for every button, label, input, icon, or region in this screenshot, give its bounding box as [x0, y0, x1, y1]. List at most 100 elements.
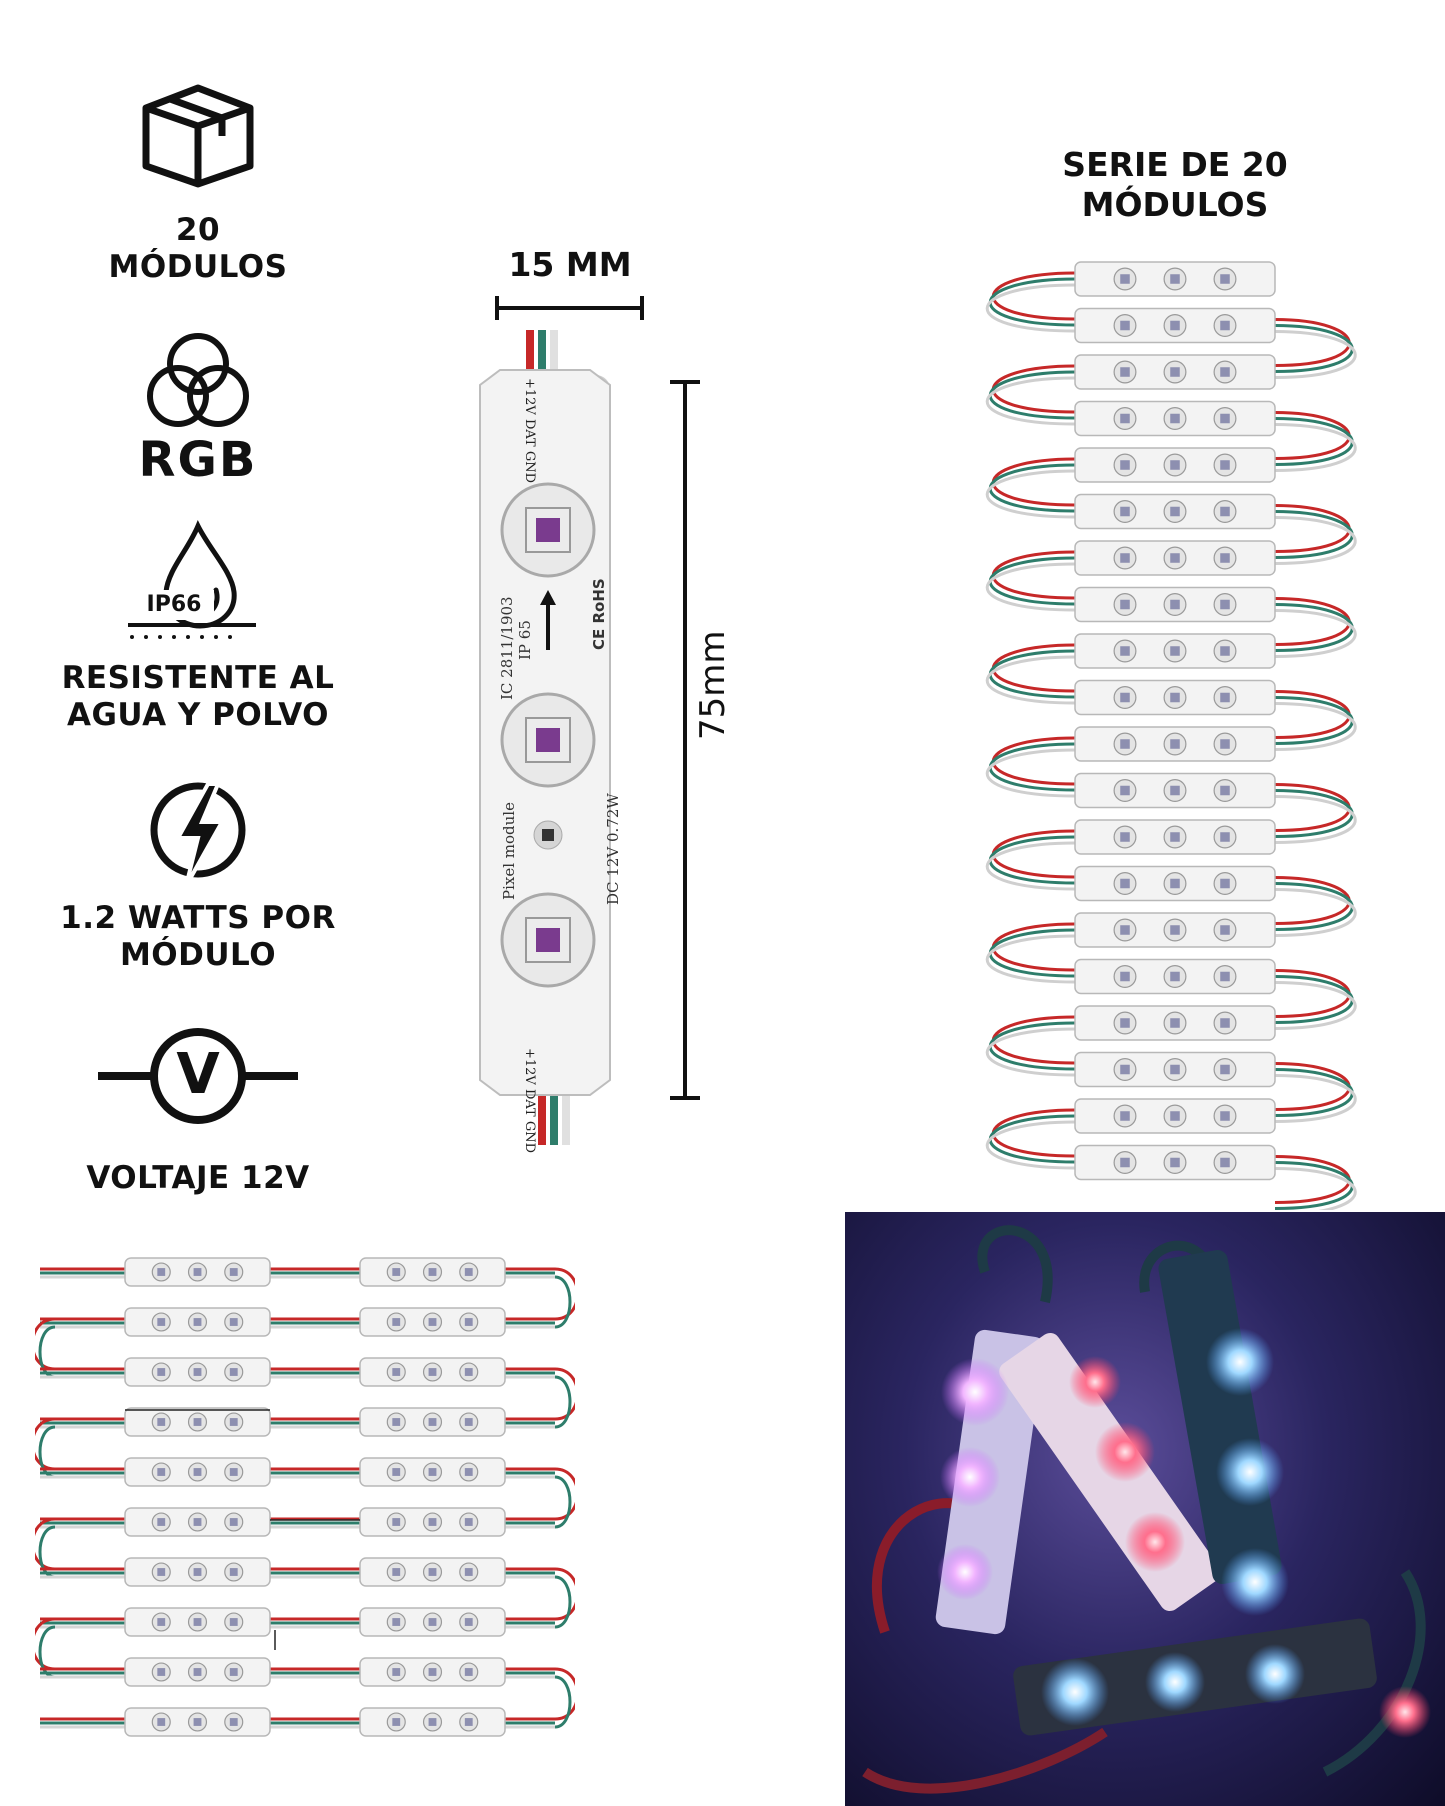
- series-chain-image: [985, 261, 1357, 1210]
- lit-modules-photo: [845, 1212, 1445, 1806]
- grid-loop-red-0: [554, 1267, 575, 1321]
- grid-module-left-8: [124, 1607, 271, 1637]
- grid-module-left-5: [124, 1457, 271, 1487]
- lightning-icon: [150, 782, 246, 887]
- grid-loop-green-8: [554, 1675, 572, 1729]
- grid-module-left-7: [124, 1557, 271, 1587]
- series-module-18: [1074, 1051, 1276, 1088]
- series-wire-white-16: [985, 1027, 1076, 1077]
- grid-module-right-2: [359, 1307, 506, 1337]
- grid-module-right-3: [359, 1357, 506, 1387]
- feature-watts-line2: MÓDULO: [119, 937, 277, 973]
- grid-loop-red-6: [554, 1567, 575, 1621]
- series-wire-white-18: [985, 1120, 1076, 1170]
- series-title-line1: SERIE DE 20: [1062, 145, 1288, 184]
- series-wire-white-5: [1274, 516, 1357, 565]
- lit-modules-illustration: [862, 1225, 1431, 1794]
- grid-module-left-3: [124, 1357, 271, 1387]
- grid-loop-red-7: [35, 1617, 56, 1671]
- feature-voltage: VOLTAJE 12V: [38, 1160, 358, 1197]
- grid-module-right-5: [359, 1457, 506, 1487]
- series-module-12: [1074, 772, 1276, 809]
- series-title: SERIE DE 20 MÓDULOS: [1005, 145, 1345, 225]
- grid-module-left-9: [124, 1657, 271, 1687]
- series-wire-white-14: [985, 934, 1076, 984]
- grid-loop-green-2: [554, 1375, 572, 1429]
- series-title-line2: MÓDULOS: [1081, 185, 1269, 224]
- grid-module-left-1: [124, 1257, 271, 1287]
- module-bottom-pins: +12V DAT GND: [522, 1048, 537, 1154]
- grid-module-right-6: [359, 1507, 506, 1537]
- module-power-text: DC 12V 0.72W: [604, 793, 622, 905]
- series-wire-white-15: [1274, 981, 1357, 1030]
- grid-loop-green-4: [554, 1475, 572, 1529]
- rgb-label: RGB: [138, 432, 258, 488]
- series-wire-white-11: [1274, 795, 1357, 844]
- feature-modules-number: 20: [175, 212, 221, 248]
- feature-water-line2: AGUA Y POLVO: [66, 697, 330, 733]
- feature-modules-count: 20 MÓDULOS: [38, 212, 358, 286]
- series-wire-white-2: [985, 376, 1076, 426]
- series-module-2: [1074, 307, 1276, 344]
- voltmeter-icon: [98, 1028, 298, 1124]
- series-module-16: [1074, 958, 1276, 995]
- series-wire-white-19: [1274, 1167, 1357, 1210]
- led-top: [500, 482, 596, 578]
- water-drop-icon: [128, 520, 256, 639]
- series-wire-white-6: [985, 562, 1076, 612]
- series-wire-white-10: [985, 748, 1076, 798]
- grid-module-right-4: [359, 1407, 506, 1437]
- series-module-4: [1074, 400, 1276, 437]
- grid-module-right-10: [359, 1707, 506, 1737]
- led-bottom: [500, 892, 596, 988]
- series-module-20: [1074, 1144, 1276, 1181]
- grid-loop-green-6: [554, 1575, 572, 1629]
- grid-module-right-1: [359, 1257, 506, 1287]
- series-module-3: [1074, 354, 1276, 390]
- series-wire-white-4: [985, 469, 1076, 519]
- series-module-1: [1074, 261, 1276, 297]
- grid-module-right-9: [359, 1657, 506, 1687]
- led-middle: [500, 692, 596, 788]
- module-chain-grid-image: [35, 1257, 575, 1737]
- series-wire-white-13: [1274, 888, 1357, 937]
- grid-loop-red-5: [35, 1517, 56, 1571]
- module-ic-text: IC 2811/1903: [498, 596, 516, 700]
- series-module-11: [1074, 726, 1276, 762]
- width-dimension-label: 15 MM: [508, 245, 632, 284]
- rgb-circles-icon: [147, 333, 249, 427]
- series-wire-white-0: [985, 283, 1076, 333]
- grid-module-left-4: [124, 1407, 271, 1437]
- series-module-15: [1074, 912, 1276, 948]
- series-module-13: [1074, 819, 1276, 855]
- grid-module-right-7: [359, 1557, 506, 1587]
- series-wire-white-3: [1274, 423, 1357, 472]
- grid-loop-green-0: [554, 1275, 572, 1329]
- grid-loop-red-1: [35, 1317, 56, 1371]
- feature-water-line1: RESISTENTE AL: [61, 660, 335, 696]
- length-dimension-label: 75mm: [693, 630, 733, 740]
- series-module-7: [1074, 540, 1276, 576]
- grid-loop-red-8: [554, 1667, 575, 1721]
- feature-water-resistance: RESISTENTE AL AGUA Y POLVO: [38, 660, 358, 734]
- voltmeter-letter: V: [176, 1042, 220, 1107]
- grid-module-right-8: [359, 1607, 506, 1637]
- series-wire-white-7: [1274, 609, 1357, 658]
- series-module-8: [1074, 586, 1276, 623]
- feature-voltage-label: VOLTAJE 12V: [86, 1160, 310, 1196]
- series-module-19: [1074, 1098, 1276, 1134]
- module-top-pins: +12V DAT GND: [522, 378, 537, 484]
- feature-watts: 1.2 WATTS POR MÓDULO: [38, 900, 358, 974]
- module-drawing: [479, 296, 700, 1145]
- grid-loop-red-4: [554, 1467, 575, 1521]
- series-wire-white-1: [1274, 330, 1357, 379]
- series-wire-white-9: [1274, 702, 1357, 751]
- box-icon: [142, 84, 254, 188]
- grid-module-left-10: [124, 1707, 271, 1737]
- series-module-10: [1074, 679, 1276, 716]
- series-module-14: [1074, 865, 1276, 902]
- series-wire-white-17: [1274, 1074, 1357, 1123]
- feature-modules-label: MÓDULOS: [108, 249, 288, 285]
- series-wire-white-8: [985, 655, 1076, 705]
- feature-watts-line1: 1.2 WATTS POR: [60, 900, 336, 936]
